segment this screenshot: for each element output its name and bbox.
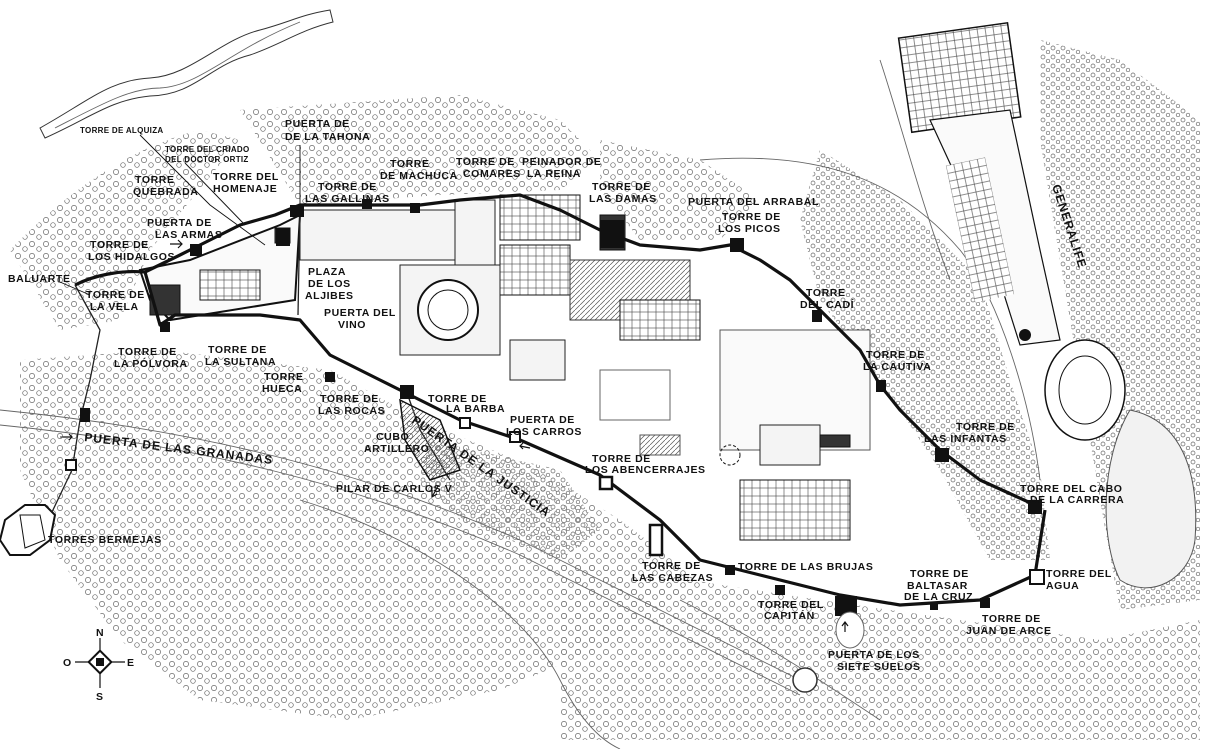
label-torre-hueca-1: TORRE: [264, 371, 304, 383]
label-torre-rocas-1: TORRE DE: [320, 393, 379, 405]
label-plaza-aljibes-2: DE LOS: [308, 278, 351, 290]
label-torre-cadi-1: TORRE: [806, 287, 846, 299]
label-torre-agua-1: TORRE DEL: [1046, 568, 1112, 580]
label-torre-comares-2: COMARES: [463, 168, 521, 180]
label-pilar-carlos: PILAR DE CARLOS V: [336, 483, 452, 495]
label-torre-infantas-1: TORRE DE: [956, 421, 1015, 433]
label-torre-sultana-1: TORRE DE: [208, 344, 267, 356]
label-torre-capitan-2: CAPITÁN: [764, 609, 815, 622]
label-torre-abencerrajes-2: LOS ABENCERRAJES: [585, 464, 706, 476]
label-torre-barba-1: TORRE DE: [428, 393, 487, 405]
roundabout: [792, 667, 818, 693]
label-torre-barba-2: LA BARBA: [446, 403, 505, 415]
label-torre-agua-2: AGUA: [1046, 580, 1079, 592]
label-torre-quebrada-2: QUEBRADA: [133, 186, 198, 198]
label-torre-brujas: TORRE DE LAS BRUJAS: [738, 561, 873, 573]
label-torre-vela-2: LA VELA: [90, 301, 139, 313]
label-torre-sultana-2: LA SULTANA: [205, 356, 276, 368]
label-torre-juan-2: JUAN DE ARCE: [966, 625, 1052, 637]
roads: [0, 59, 1041, 749]
label-torre-baltasar-1: TORRE DE: [910, 568, 969, 580]
label-torre-cabo-2: DE LA CARRERA: [1030, 494, 1124, 506]
label-torre-machuca-2: DE MACHUCA: [380, 170, 458, 182]
label-torre-vela-1: TORRE DE: [86, 289, 145, 301]
label-torre-baltasar-3: DE LA CRUZ: [904, 591, 973, 603]
label-torre-juan-1: TORRE DE: [982, 613, 1041, 625]
label-torre-hidalgos-1: TORRE DE: [90, 239, 149, 251]
palace-buildings: [299, 194, 871, 541]
label-torres-bermejas: TORRES BERMEJAS: [48, 534, 162, 546]
label-torre-criado-1: TORRE DEL CRIADO: [165, 145, 250, 154]
torres-bermejas-structure: [0, 469, 73, 556]
compass-rose: N S E O: [63, 627, 135, 703]
label-peinador-1: PEINADOR DE: [522, 156, 602, 168]
label-puerta-armas-2: LAS ARMAS: [155, 229, 222, 241]
label-torre-capitan-1: TORRE DEL: [758, 599, 824, 611]
compass-west: O: [63, 657, 72, 669]
label-torre-cabezas-1: TORRE DE: [642, 560, 701, 572]
label-cubo-1: CUBO: [376, 431, 409, 443]
label-puerta-carros-2: LOS CARROS: [506, 426, 582, 438]
label-puerta-tahona-2: DE LA TAHONA: [285, 131, 370, 143]
label-puerta-vino-1: PUERTA DEL: [324, 307, 396, 319]
label-torre-baltasar-2: BALTASAR: [907, 580, 968, 592]
label-puerta-siete-2: SIETE SUELOS: [837, 661, 921, 673]
label-puerta-carros-1: PUERTA DE: [510, 414, 575, 426]
label-torre-polvora-2: LA PÓLVORA: [114, 357, 188, 370]
tower-markers: [65, 199, 1045, 616]
label-puerta-vino-2: VINO: [338, 319, 366, 331]
label-torre-picos-1: TORRE DE: [722, 211, 781, 223]
label-cubo-2: ARTILLERO: [364, 443, 429, 455]
label-torre-cabezas-2: LAS CABEZAS: [632, 572, 713, 584]
compass-east: E: [127, 657, 135, 669]
label-torre-homenaje-2: HOMENAJE: [213, 183, 277, 195]
label-torre-rocas-2: LAS ROCAS: [318, 405, 385, 417]
label-baluarte: BALUARTE: [8, 273, 71, 285]
label-plaza-aljibes-3: ALJIBES: [305, 290, 354, 302]
compass-north: N: [96, 627, 104, 639]
label-torre-cabo-1: TORRE DEL CABO: [1020, 483, 1123, 495]
label-torre-hueca-2: HUECA: [262, 383, 302, 395]
entrance-arrows: [63, 239, 849, 632]
label-puerta-arrabal: PUERTA DEL ARRABAL: [688, 196, 819, 208]
label-torre-homenaje-1: TORRE DEL: [213, 171, 279, 183]
siete-suelos-plaza: [835, 611, 865, 649]
label-torre-polvora-1: TORRE DE: [118, 346, 177, 358]
label-torre-picos-2: LOS PICOS: [718, 223, 781, 235]
label-torre-criado-2: DEL DOCTOR ORTIZ: [165, 155, 249, 164]
label-torre-cautiva-2: LA CAUTIVA: [863, 361, 931, 373]
label-torre-quebrada-1: TORRE: [135, 174, 175, 186]
label-torre-comares-1: TORRE DE: [456, 156, 515, 168]
compass-south: S: [96, 691, 104, 703]
river: [39, 9, 334, 139]
label-torre-gallinas-2: LAS GALLINAS: [305, 193, 390, 205]
label-torre-damas-1: TORRE DE: [592, 181, 651, 193]
label-torre-gallinas-1: TORRE DE: [318, 181, 377, 193]
label-torre-alquiza: TORRE DE ALQUIZA: [80, 126, 163, 135]
label-torre-hidalgos-2: LOS HIDALGOS: [88, 251, 175, 263]
label-puerta-siete-1: PUERTA DE LOS: [828, 649, 920, 661]
vegetation: [10, 40, 1200, 740]
label-torre-cadi-2: DEL CADÍ: [800, 298, 855, 311]
label-peinador-2: LA REINA: [527, 168, 581, 180]
label-plaza-aljibes-1: PLAZA: [308, 266, 346, 278]
generalife-compound: [897, 21, 1197, 589]
label-torre-damas-2: LAS DAMAS: [589, 193, 657, 205]
label-torre-abencerrajes-1: TORRE DE: [592, 453, 651, 465]
label-puerta-tahona-1: PUERTA DE: [285, 118, 350, 130]
map-labels: TORRE DE ALQUIZA TORRE DEL CRIADO DEL DO…: [8, 118, 1124, 673]
label-torre-cautiva-1: TORRE DE: [866, 349, 925, 361]
label-torre-infantas-2: LAS INFANTAS: [924, 433, 1007, 445]
label-torre-machuca-1: TORRE: [390, 158, 430, 170]
label-puerta-armas-1: PUERTA DE: [147, 217, 212, 229]
